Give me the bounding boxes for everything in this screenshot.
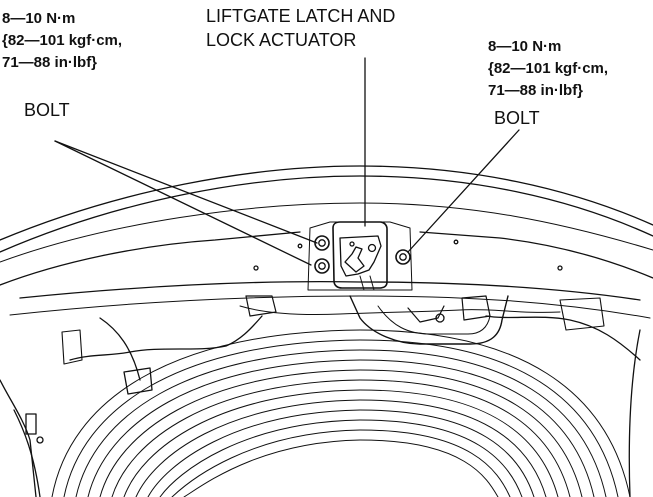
latch-bracket-inner	[377, 305, 491, 335]
left-pillar-clip	[25, 413, 37, 435]
right-torque-nm: 8—10 N·m	[488, 38, 562, 55]
left-bolt-lower	[314, 258, 330, 274]
right-bracket-mount	[559, 297, 605, 331]
glass-arches	[51, 329, 631, 497]
left-harness-wire	[69, 315, 263, 361]
left-pillar	[0, 379, 37, 497]
right-harness-wire	[485, 315, 641, 361]
panel-hole	[253, 265, 259, 271]
left-bolt-label: BOLT	[24, 100, 70, 120]
latch-title-line1: LIFTGATE LATCH AND	[206, 6, 396, 26]
left-bolt-leader-upper	[54, 140, 318, 244]
latch-title: LIFTGATE LATCH AND LOCK ACTUATOR	[206, 4, 395, 52]
right-bolt	[395, 249, 411, 265]
latch-title-line2: LOCK ACTUATOR	[206, 30, 357, 50]
rod-wire	[239, 305, 561, 316]
latch-actuator-face	[339, 235, 382, 277]
inner-panel-bottom-rail	[9, 295, 651, 319]
left-strut-arm	[99, 317, 141, 381]
liftgate-outer-contour-inner	[0, 175, 653, 253]
left-pillar-inner	[13, 409, 41, 497]
latch-striker-cutout	[407, 305, 445, 323]
actuator-pivot-small	[349, 241, 355, 247]
panel-hole	[297, 243, 303, 249]
panel-hole	[557, 265, 563, 271]
latch-actuator-body	[332, 221, 388, 289]
left-torque-inlbf: 71—88 in·lbf}	[2, 54, 98, 71]
actuator-connector	[359, 275, 375, 291]
right-pillar	[628, 329, 641, 497]
latch-fork	[344, 246, 365, 273]
right-torque-kgfcm: {82—101 kgf·cm,	[488, 60, 609, 77]
left-bolt-leader-lower	[54, 140, 312, 266]
liftgate-upper-rim	[0, 202, 653, 263]
panel-hole	[453, 239, 459, 245]
left-torque-nm: 8—10 N·m	[2, 10, 76, 27]
bracket-bolt	[435, 313, 445, 323]
right-torque-spec: 8—10 N·m {82—101 kgf·cm, 71—88 in·lbf}	[488, 36, 608, 102]
left-harness-clip	[245, 295, 277, 317]
inner-panel-left-edge	[0, 231, 301, 286]
right-bolt-label: BOLT	[494, 108, 540, 128]
left-bracket-mount	[61, 329, 83, 365]
inner-panel-right-edge	[419, 231, 653, 279]
left-torque-spec: 8—10 N·m {82—101 kgf·cm, 71—88 in·lbf}	[2, 8, 122, 74]
right-torque-inlbf: 71—88 in·lbf}	[488, 82, 584, 99]
latch-recess-frame	[307, 221, 413, 291]
actuator-pivot	[367, 243, 377, 253]
left-torque-kgfcm: {82—101 kgf·cm,	[2, 32, 123, 49]
inner-panel-lower-edge	[19, 280, 641, 301]
right-bolt-leader	[407, 129, 520, 253]
liftgate-outer-contour	[0, 165, 653, 241]
left-pillar-bolt	[36, 436, 44, 444]
latch-bracket	[349, 295, 509, 345]
left-bolt-upper	[314, 235, 330, 251]
